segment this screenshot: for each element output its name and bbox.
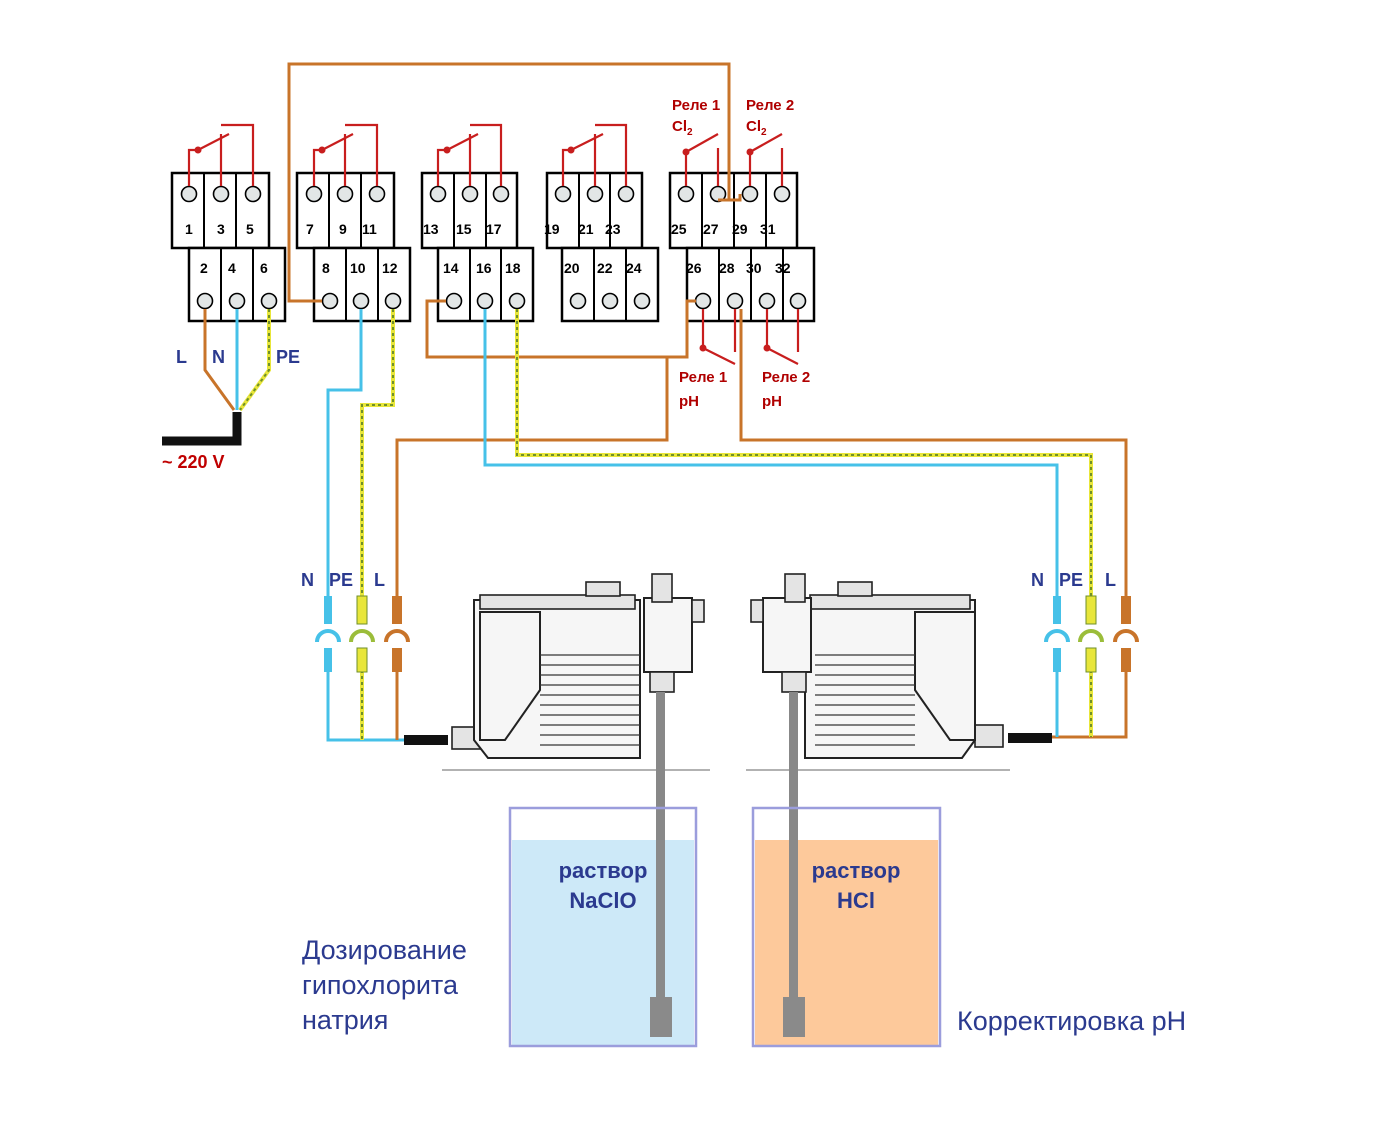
caption-left-line3: натрия	[302, 1005, 388, 1035]
terminal-number: 6	[260, 260, 268, 276]
terminal-number: 15	[456, 221, 472, 237]
pump-right	[746, 573, 1052, 1037]
terminal-number: 4	[228, 260, 236, 276]
caption-right: Корректировка pH	[957, 1006, 1186, 1036]
terminal-number: 22	[597, 260, 613, 276]
tank-line1: раствор	[559, 858, 648, 883]
terminal-number: 13	[423, 221, 439, 237]
wires	[162, 62, 1128, 742]
svg-text:Cl2: Cl2	[672, 118, 693, 138]
l-label: L	[1105, 570, 1116, 590]
terminal-number: 12	[382, 260, 398, 276]
terminal-number: 21	[578, 221, 594, 237]
relay1-ph-label: Реле 1	[679, 369, 727, 386]
n-label: N	[1031, 570, 1044, 590]
terminal-number: 11	[362, 221, 377, 237]
terminal-number: 7	[306, 221, 314, 237]
relay2-cl-label: Реле 2	[746, 97, 794, 114]
l-label: L	[374, 570, 385, 590]
terminal-number: 2	[200, 260, 208, 276]
ph-label: pH	[679, 393, 699, 410]
voltage-label: ~ 220 V	[162, 452, 225, 472]
terminal-number: 19	[544, 221, 560, 237]
terminal-number: 1	[185, 221, 193, 237]
tank-nacl: раствор NaClO	[508, 806, 698, 1048]
pump-left	[404, 573, 710, 1037]
right-plug: N PE L	[1031, 570, 1139, 673]
power-labels: L N PE ~ 220 V	[162, 347, 300, 472]
tank-hcl: раствор HCl	[751, 806, 942, 1048]
relay-contacts	[187, 123, 800, 365]
relay2-ph-label: Реле 2	[762, 369, 810, 386]
terminal-number: 8	[322, 260, 330, 276]
terminal-number: 29	[732, 221, 748, 237]
terminal-number: 10	[350, 260, 366, 276]
tank-line2: NaClO	[569, 888, 636, 913]
terminal-number: 27	[703, 221, 719, 237]
terminal-number: 24	[626, 260, 642, 276]
tank-line1: раствор	[812, 858, 901, 883]
relay1-cl-label: Реле 1	[672, 97, 720, 114]
subscript-2: 2	[687, 127, 693, 138]
l-label: L	[176, 347, 187, 367]
pe-label: PE	[276, 347, 300, 367]
terminal-number: 18	[505, 260, 521, 276]
terminal-number: 3	[217, 221, 225, 237]
cl2-label: Cl	[746, 118, 761, 135]
svg-text:Cl2: Cl2	[746, 118, 767, 138]
terminal-number: 28	[719, 260, 735, 276]
ph-label: pH	[762, 393, 782, 410]
terminal-numbers: 1 3 5 7 9 11 13 15 17 19 21 23 25 27 29 …	[185, 221, 791, 276]
terminal-number: 5	[246, 221, 254, 237]
n-label: N	[301, 570, 314, 590]
terminal-number: 20	[564, 260, 580, 276]
terminal-number: 31	[760, 221, 776, 237]
caption-left-line1: Дозирование	[302, 935, 467, 965]
terminal-number: 14	[443, 260, 459, 276]
pe-label: PE	[1059, 570, 1083, 590]
terminal-number: 32	[775, 260, 791, 276]
tank-line2: HCl	[837, 888, 875, 913]
pe-label: PE	[329, 570, 353, 590]
left-plug: N PE L	[301, 570, 410, 673]
relay-labels: Реле 1 Cl2 Реле 2 Cl2 Реле 1 pH Реле 2 p…	[672, 97, 810, 410]
captions: Дозирование гипохлорита натрия Корректир…	[302, 935, 1186, 1036]
terminal-number: 26	[686, 260, 702, 276]
terminal-number: 16	[476, 260, 492, 276]
terminal-number: 25	[671, 221, 687, 237]
terminal-number: 30	[746, 260, 762, 276]
terminal-blocks	[170, 171, 816, 323]
cl2-label: Cl	[672, 118, 687, 135]
terminal-number: 9	[339, 221, 347, 237]
n-label: N	[212, 347, 225, 367]
terminal-number: 23	[605, 221, 621, 237]
terminal-number: 17	[486, 221, 502, 237]
subscript-2: 2	[761, 127, 767, 138]
caption-left-line2: гипохлорита	[302, 970, 459, 1000]
